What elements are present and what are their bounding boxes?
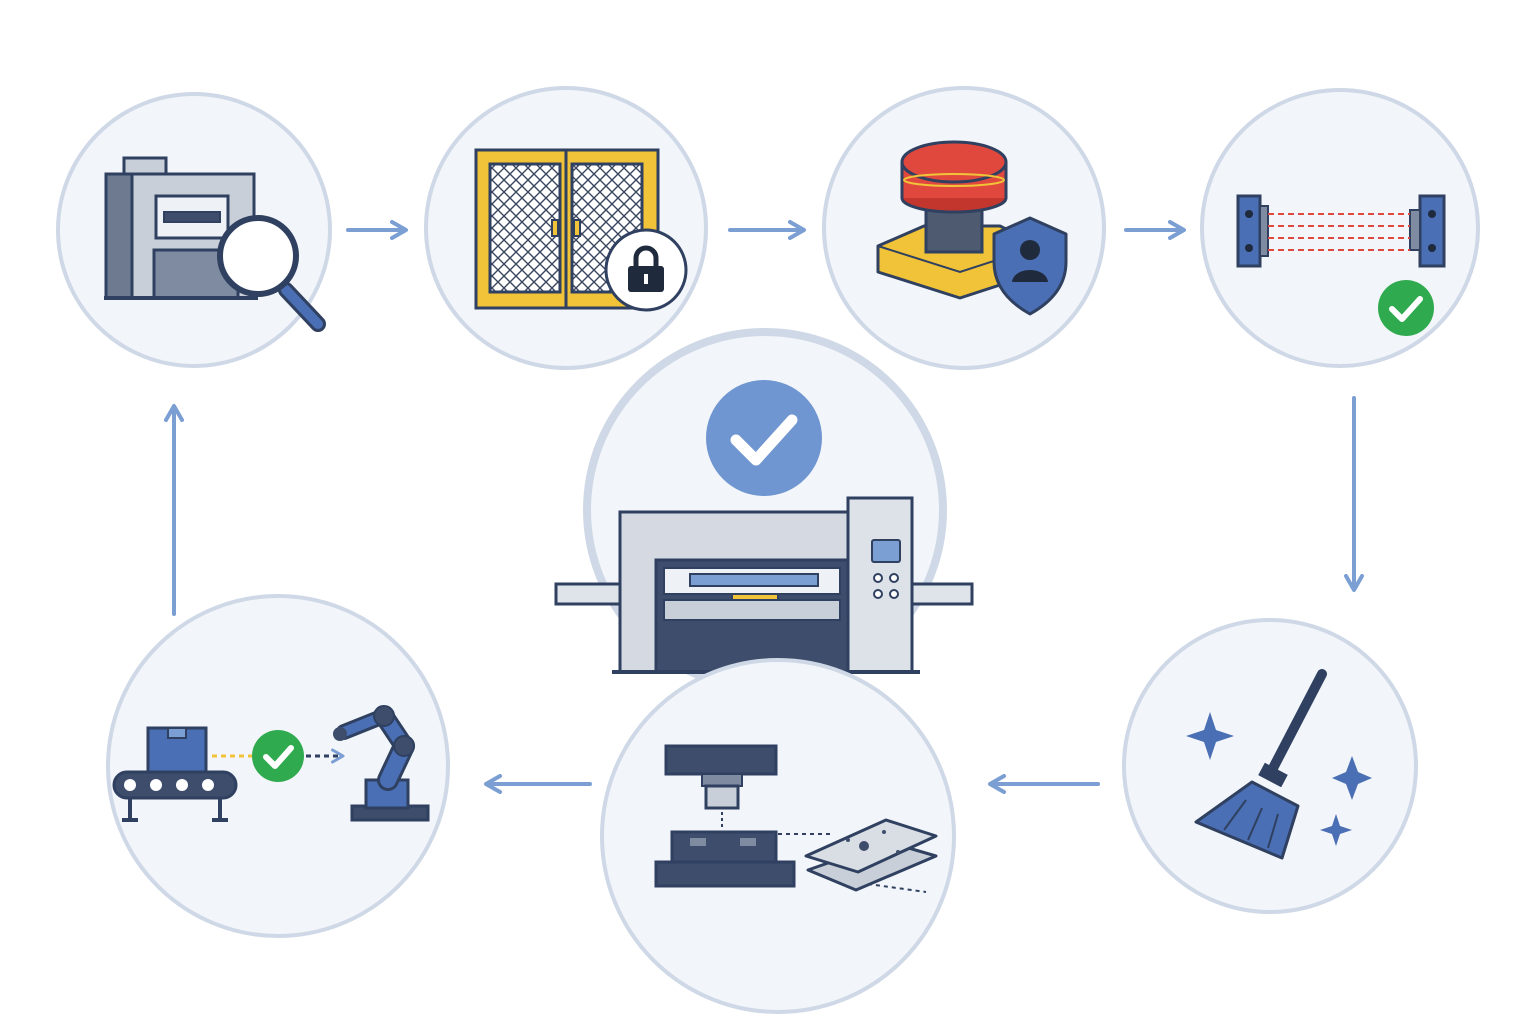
press-die-icon: [654, 744, 796, 888]
light-curtain-sensor-icon: [1236, 194, 1446, 268]
robot-arm-icon: [333, 705, 430, 822]
padlock-icon: [604, 228, 688, 312]
feed-guide-lower: [867, 883, 927, 893]
magnifier-icon: [217, 215, 326, 332]
center-press-ready: [554, 328, 974, 692]
step-light-curtain-test: [1200, 88, 1480, 368]
step-lock-guard: [424, 86, 708, 370]
flow-arrows: [164, 220, 1364, 794]
check-badge-icon: [252, 730, 304, 782]
broom-icon: [1194, 669, 1327, 860]
check-badge-icon: [706, 380, 822, 496]
sparkle-icon: [1186, 712, 1372, 846]
conveyor-icon: [112, 726, 238, 822]
press-machine-ready-icon: [612, 496, 920, 674]
press-machine-icon: [104, 156, 258, 300]
check-badge-icon: [1378, 280, 1434, 336]
step-inspect-press: [56, 92, 332, 368]
step-clean-area: [1122, 618, 1418, 914]
step-emergency-stop: [822, 86, 1106, 370]
operator-shield-icon: [992, 216, 1068, 316]
step-automated-feed: [106, 594, 450, 938]
metal-sheet-icon: [804, 818, 938, 892]
step-die-and-sheet-setup: [600, 658, 956, 1014]
